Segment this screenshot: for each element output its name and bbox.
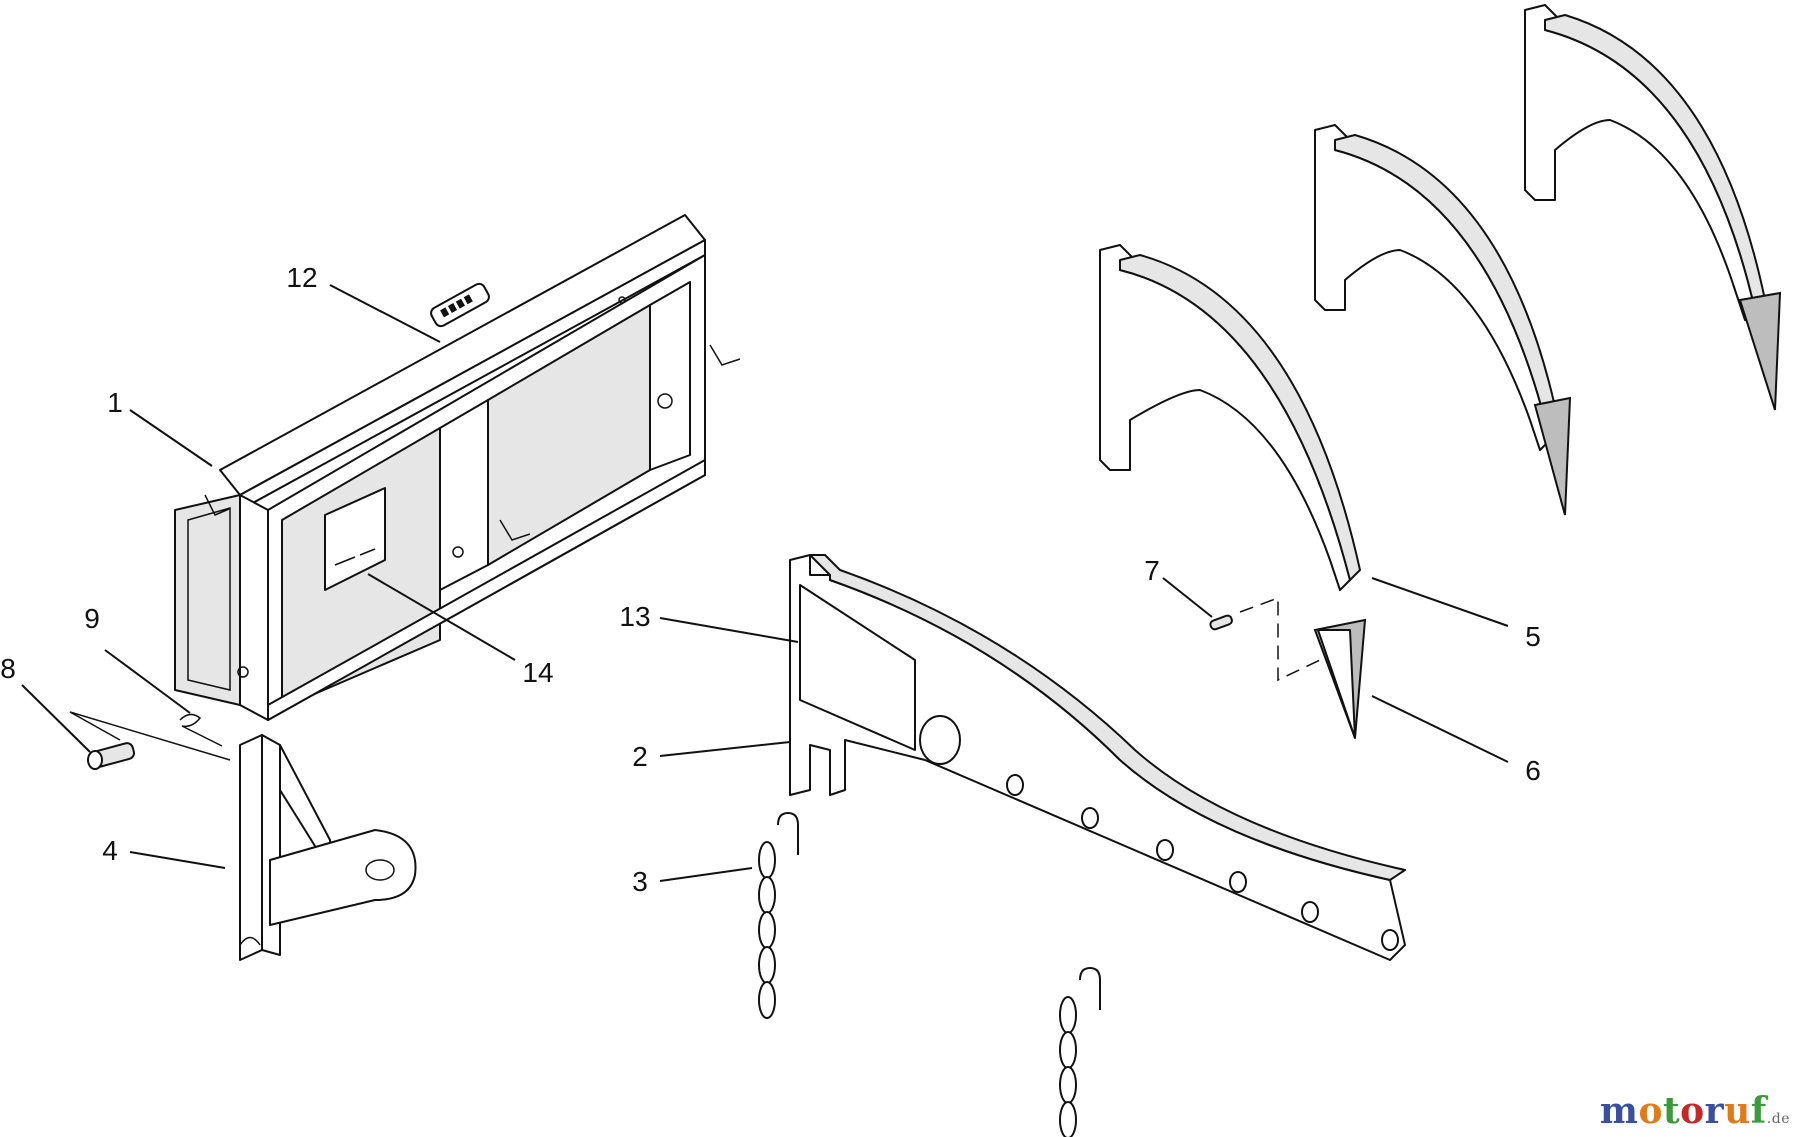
leader-6 — [1371, 695, 1509, 763]
leader-1 — [129, 409, 213, 467]
leader-5 — [1371, 577, 1509, 627]
leader-2 — [659, 741, 791, 757]
clevis-pin-part — [87, 742, 136, 770]
callout-4: 4 — [102, 835, 118, 866]
watermark-tld: .de — [1766, 1111, 1790, 1127]
callout-2: 2 — [632, 741, 648, 772]
watermark-letter: t — [1662, 1090, 1681, 1132]
ripper-shank-part-middle — [1314, 124, 1572, 516]
leader-9 — [104, 649, 191, 714]
mount-frame-part — [174, 214, 741, 721]
hitch-bracket-part — [239, 734, 417, 961]
chain-part-2 — [1059, 966, 1101, 1137]
ripper-shank-part-back — [1524, 4, 1782, 411]
hair-pin-clip-part — [179, 713, 223, 747]
leader-7 — [1162, 577, 1213, 618]
leader-8 — [21, 684, 91, 753]
watermark-letter: o — [1680, 1090, 1705, 1132]
leader-14 — [367, 573, 516, 661]
ripper-arm-part — [789, 554, 1406, 961]
ripper-tooth-part — [1313, 618, 1367, 739]
callout-6: 6 — [1525, 755, 1541, 786]
callout-9: 9 — [84, 603, 100, 634]
leader-12 — [329, 284, 441, 343]
callout-14: 14 — [522, 657, 553, 688]
callout-12: 12 — [286, 262, 317, 293]
leader-4 — [129, 851, 226, 869]
callout-5: 5 — [1525, 621, 1541, 652]
roll-pin-part — [1209, 614, 1233, 631]
leader-13 — [659, 617, 799, 643]
callout-8: 8 — [0, 653, 16, 684]
callout-1: 1 — [107, 387, 123, 418]
watermark-letter: m — [1599, 1090, 1639, 1132]
callout-3: 3 — [632, 866, 648, 897]
watermark-letter: u — [1724, 1090, 1751, 1132]
site-watermark-logo: motoruf.de — [1600, 1093, 1790, 1129]
callout-13: 13 — [619, 601, 650, 632]
leader-3 — [659, 867, 753, 882]
watermark-letter: f — [1750, 1090, 1767, 1132]
ripper-shank-part-front — [1099, 244, 1361, 591]
callout-7: 7 — [1144, 555, 1160, 586]
watermark-letter: r — [1704, 1090, 1725, 1132]
watermark-letter: o — [1638, 1090, 1663, 1132]
chain-part — [758, 811, 799, 1019]
